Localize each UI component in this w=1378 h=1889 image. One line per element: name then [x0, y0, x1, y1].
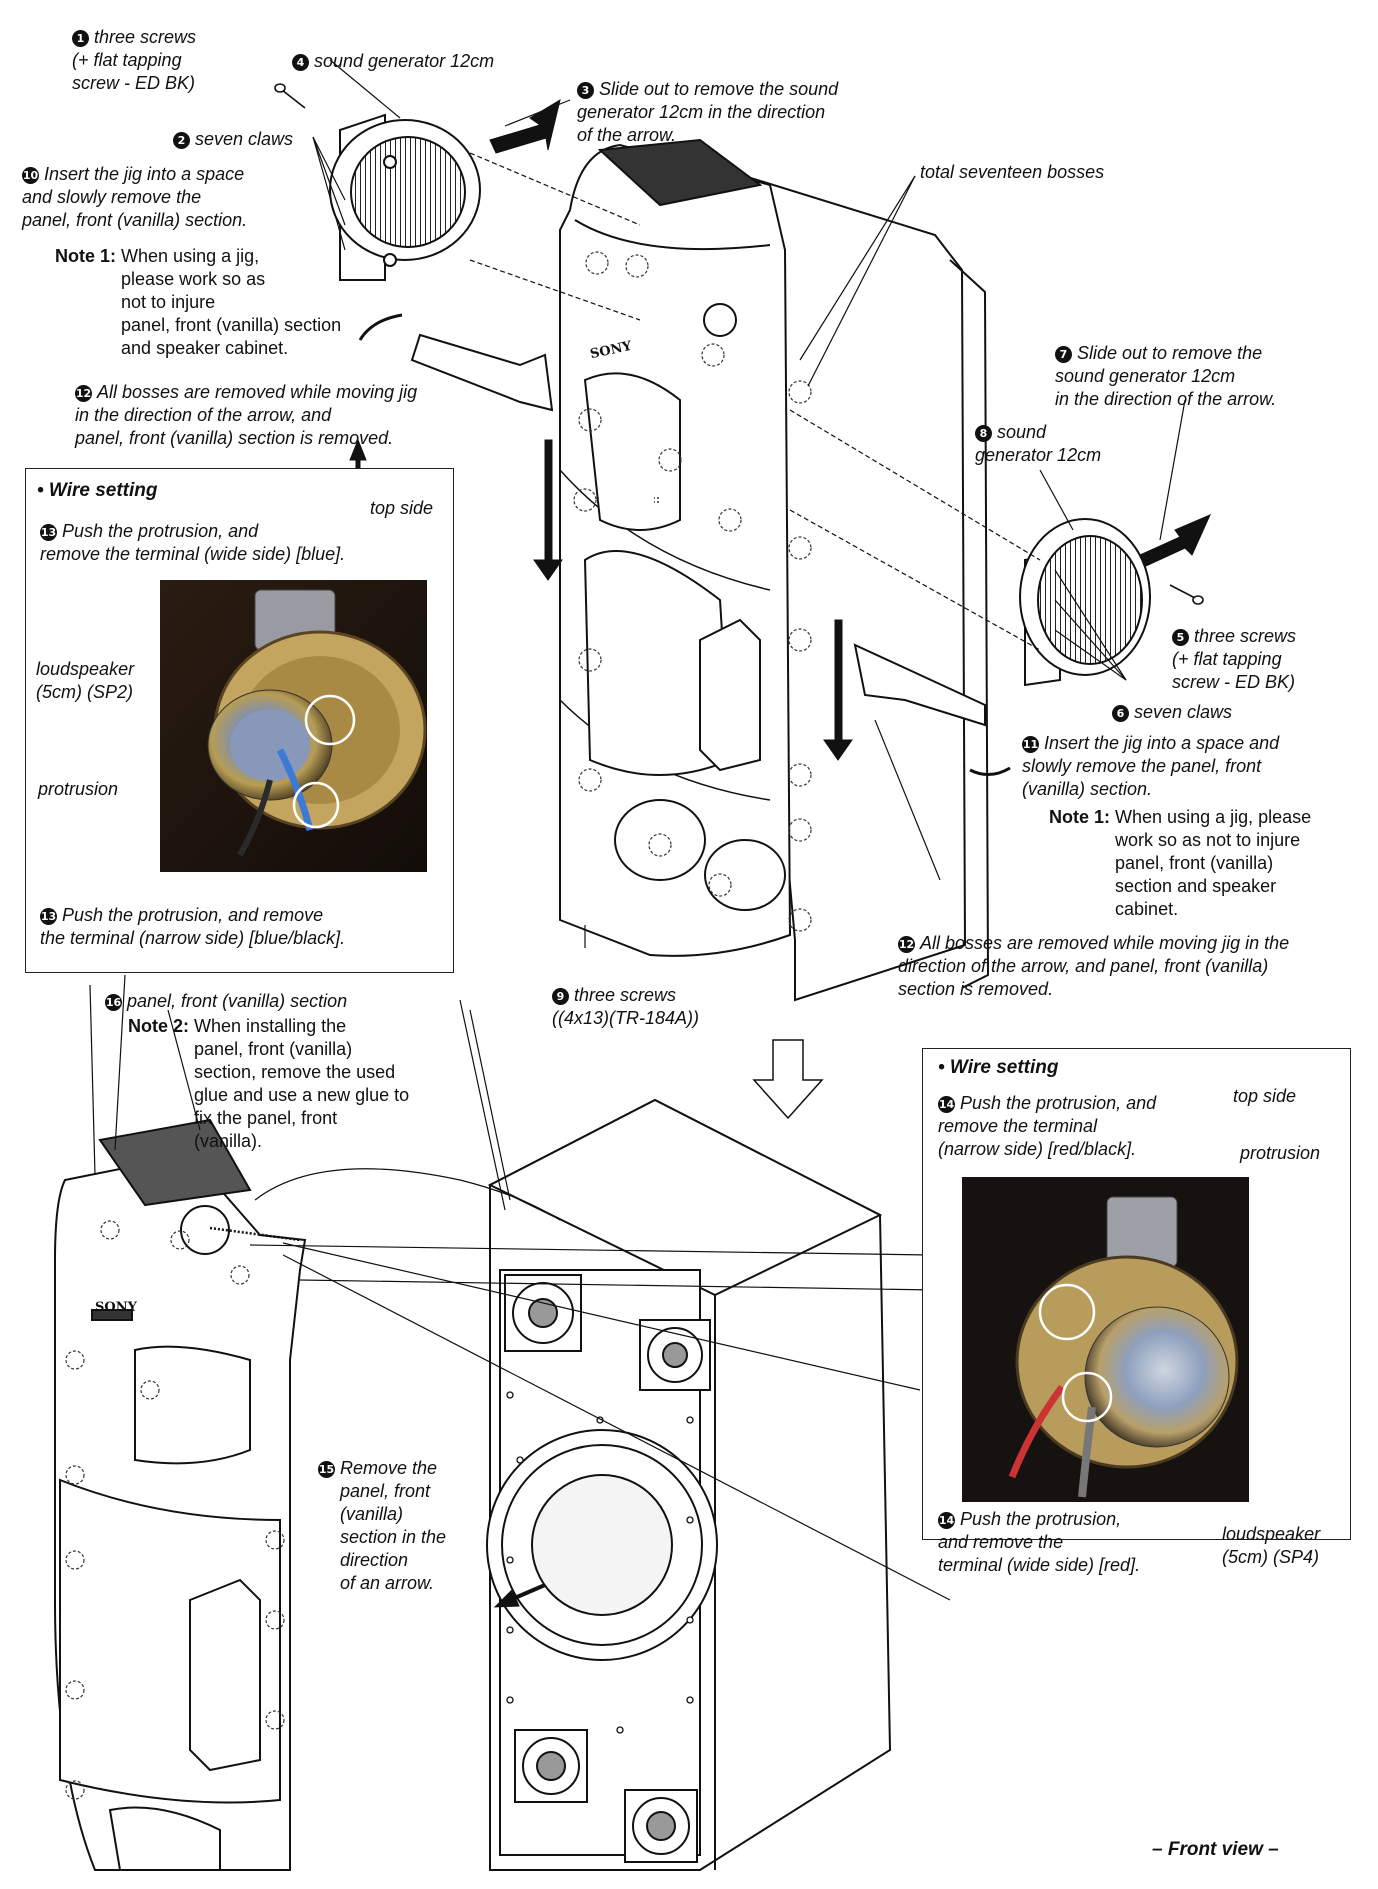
- wire-setting-title-left: • Wire setting: [37, 480, 158, 501]
- bosses-label: total seventeen bosses: [920, 162, 1105, 182]
- sound-generator-upper-left: [329, 113, 481, 281]
- front-panel-lower: [54, 1118, 307, 1871]
- step-number: 1: [72, 30, 89, 47]
- step-number: 5: [1172, 629, 1189, 646]
- callout-text: three screws ((4x13)(TR-184A)): [552, 985, 700, 1029]
- protrusion-label-left: protrusion: [38, 779, 119, 799]
- callout-text: three screws (+ flat tapping screw - ED …: [1172, 626, 1297, 693]
- callout-text: seven claws: [1134, 702, 1233, 722]
- callout-text: panel, front (vanilla) section: [127, 991, 348, 1011]
- step-number: 3: [577, 82, 594, 99]
- step-number: 8: [975, 425, 992, 442]
- callout-text: All bosses are removed while moving jig …: [898, 933, 1290, 1000]
- boss-markers-lower: [65, 1220, 285, 1800]
- top-side-label-left: top side: [370, 498, 434, 518]
- jig-tool-left: [410, 333, 554, 412]
- step-text: Push the protrusion, and remove the term…: [938, 1509, 1141, 1576]
- note-label: Note 1:: [55, 246, 117, 266]
- callout-text: Insert the jig into a space and slowly r…: [1022, 733, 1280, 800]
- hollow-down-arrow: [752, 1039, 824, 1120]
- speaker-cabinet-upper: [559, 138, 990, 1002]
- step-number: 2: [173, 132, 190, 149]
- step-number: 10: [22, 167, 39, 184]
- step-number: 13: [40, 524, 57, 541]
- step-number: 12: [75, 385, 92, 402]
- note-text: When using a jig, please work so as not …: [1115, 807, 1312, 920]
- loudspeaker-photo-sp2: [160, 580, 427, 872]
- step-number: 13: [40, 908, 57, 925]
- callout-text: seven claws: [195, 129, 294, 149]
- dotted-wire: [209, 1226, 301, 1242]
- note-text: When using a jig, please work so as not …: [121, 246, 342, 359]
- callout-4-sound-generator: 4 sound generator 12cm: [292, 50, 494, 73]
- callout-text: three screws (+ flat tapping screw - ED …: [72, 27, 197, 94]
- callout-text: Remove the panel, front (vanilla) sectio…: [340, 1458, 447, 1594]
- callout-text: Insert the jig into a space and slowly r…: [22, 164, 248, 231]
- note-label: Note 2:: [128, 1016, 190, 1036]
- wire-setting-title-right: • Wire setting: [938, 1057, 1059, 1078]
- callout-text: Slide out to remove the sound generator …: [577, 79, 839, 146]
- note-1-right: Note 1: When using a jig, please work so…: [1049, 806, 1311, 921]
- callout-text: Slide out to remove the sound generator …: [1055, 343, 1277, 410]
- loudspeaker-label-sp4: loudspeaker (5cm) (SP4): [1222, 1524, 1321, 1568]
- loudspeaker-photo-sp4: [962, 1177, 1249, 1502]
- step-number: 16: [105, 994, 122, 1011]
- top-side-label-right: top side: [1233, 1086, 1297, 1106]
- cabinet-screw-holes: [506, 1391, 694, 1734]
- note-2: Note 2: When installing the panel, front…: [128, 1015, 409, 1153]
- callout-15-remove-panel: 15 Remove the panel, front (vanilla) sect…: [318, 1457, 446, 1595]
- step-number: 7: [1055, 346, 1072, 363]
- step-text: Push the protrusion, and remove the term…: [938, 1093, 1157, 1160]
- step-number: 11: [1022, 736, 1039, 753]
- callout-2-claws: 2 seven claws: [173, 128, 293, 151]
- step-number: 14: [938, 1512, 955, 1529]
- speaker-cabinet-lower: [486, 1098, 892, 1871]
- front-view-caption: – Front view –: [1152, 1839, 1279, 1860]
- boss-markers-upper: [573, 251, 812, 932]
- step-number: 6: [1112, 705, 1129, 722]
- step-text: Push the protrusion, and remove the term…: [40, 521, 346, 565]
- note-1-left: Note 1: When using a jig, please work so…: [55, 245, 341, 360]
- step-number: 4: [292, 54, 309, 71]
- step-text: Push the protrusion, and remove the term…: [40, 905, 346, 949]
- protrusion-label-right: protrusion: [1240, 1143, 1321, 1163]
- callout-text: All bosses are removed while moving jig …: [75, 382, 418, 449]
- step-number: 9: [552, 988, 569, 1005]
- leader-lines-lower: [89, 974, 951, 1601]
- loudspeaker-label-sp2: loudspeaker (5cm) (SP2): [36, 659, 135, 703]
- step-number: 12: [898, 936, 915, 953]
- note-label: Note 1:: [1049, 807, 1111, 827]
- callout-6-claws: 6 seven claws: [1112, 701, 1232, 724]
- sound-generator-right: [1019, 518, 1151, 687]
- step-number: 15: [318, 1461, 335, 1478]
- brand-mark-lower: SONY: [95, 1300, 137, 1315]
- step-number: 14: [938, 1096, 955, 1113]
- note-text: When installing the panel, front (vanill…: [194, 1016, 410, 1152]
- callout-text: sound generator 12cm: [975, 422, 1102, 466]
- screw-upper-left: [274, 83, 306, 109]
- leader-lines-upper: [312, 59, 1186, 948]
- callout-16-panel: 16 panel, front (vanilla) section: [105, 990, 347, 1013]
- screw-right: [1169, 584, 1204, 605]
- callout-text: sound generator 12cm: [314, 51, 495, 71]
- removal-arrow-lower: [493, 1583, 546, 1608]
- jig-tool-right: [853, 643, 986, 727]
